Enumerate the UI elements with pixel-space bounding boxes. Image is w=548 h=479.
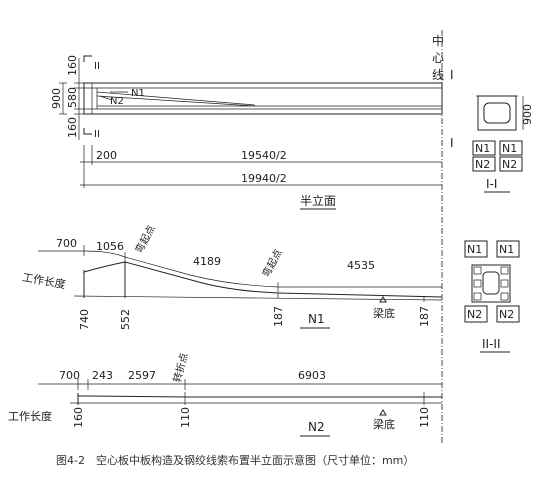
n2-dim-2597: 2597 [128,369,156,382]
vdim-160-top: 160 [66,55,79,76]
n1-working-length-label: 工作长度 [21,270,67,291]
section-I-outline [477,95,517,131]
n1-dim-4535: 4535 [347,259,375,272]
section-II-void [482,271,500,295]
n1-length-187-a: 187 [272,306,285,327]
n2-dim-6903: 6903 [298,369,326,382]
n1-dim-700: 700 [56,237,77,250]
section-I-cell-3-label: N2 [475,158,490,171]
end-mark-top: I [450,68,454,82]
end-mark-bottom: I [450,136,454,150]
n2-strand-detail: 700 243 2597 6903 转折点 工作长度 160 110 110 梁… [8,351,442,437]
n2-dim-700: 700 [59,369,80,382]
n1-bend-label-1: 弯起点 [132,223,158,256]
section-II-II: N1 N1 N2 N2 II-II [464,240,520,353]
n2-support-label: 梁底 [373,417,395,431]
n1-length-187-b: 187 [418,306,431,327]
section-II-strand-2 [500,266,509,275]
n2-length-110-a: 110 [179,407,192,428]
hdim-19540: 19540/2 [241,149,287,162]
section-I-I: 900 N1 N1 N2 N2 I-I [472,95,534,193]
section-II-strand-5 [473,279,482,288]
half-elevation-title: 半立面 [300,193,336,208]
hdim-200: 200 [96,149,117,162]
section-I-cell-1-label: N1 [475,142,490,155]
vdim-900: 900 [50,88,63,109]
section-II-cell-3-label: N2 [467,308,482,321]
n1-title: N1 [308,312,325,326]
beam-outline [83,82,443,115]
section-II-cell-4 [496,305,520,323]
strand-label-n1: N1 [131,88,145,99]
section-II-cell-2 [496,240,520,258]
n1-support-label: 梁底 [373,306,395,320]
figure-caption: 图4-2 空心板中板构造及钢绞线索布置半立面示意图（尺寸单位：mm） [56,453,414,467]
section-II-title: II-II [482,337,501,351]
hdim-19940: 19940/2 [241,172,287,185]
vdim-160-bottom: 160 [66,117,79,138]
support-triangle-icon [379,296,387,303]
section-II-cell-4-label: N2 [499,308,514,321]
n1-strand-detail: 700 1056 4189 4535 弯起点 弯起点 工作长度 740 552 … [21,223,443,330]
section-mark-top: II [94,61,100,72]
section-II-outline [471,264,511,303]
section-II-strand-1 [473,266,482,275]
section-II-strand-4 [500,292,509,301]
section-II-strand-6 [500,279,509,288]
strand-label-n2: N2 [110,96,124,107]
n1-bend-label-2: 弯起点 [259,247,285,280]
n2-dim-243: 243 [92,369,113,382]
section-I-height-dim: 900 [521,104,534,125]
section-mark-bottom: II [94,129,100,140]
section-I-cell-3 [472,156,496,172]
n1-length-552: 552 [119,309,132,330]
section-cut-mark-bottom [83,128,92,135]
section-II-cell-1-label: N1 [467,243,482,256]
n1-length-740: 740 [78,309,91,330]
centerline-label-2: 心 [432,51,444,65]
strand-n1-line-2 [96,95,256,107]
section-I-cell-2-label: N1 [502,142,517,155]
strand-n1-line [96,91,256,106]
n2-leader [99,95,113,101]
n1-dim-line [38,250,442,288]
vdim-580: 580 [66,87,79,108]
section-I-cell-2 [499,140,523,156]
n1-length-baseline [73,295,443,301]
support-triangle-icon [379,409,387,416]
n2-working-length-label: 工作长度 [8,409,52,423]
centerline-label-3: 线 [432,68,444,82]
section-II-cell-3 [464,305,488,323]
n2-length-110-b: 110 [418,407,431,428]
section-I-cell-4 [499,156,523,172]
section-cut-mark-top [83,55,92,62]
section-I-cell-1 [472,140,496,156]
half-elevation: 中 心 线 I I N1 N2 II II 160 580 900 [50,30,454,445]
section-II-strand-3 [473,292,482,301]
section-II-cell-1 [464,240,488,258]
n2-turn-label: 转折点 [170,351,190,383]
n2-strand-line [78,395,442,398]
section-II-cell-2-label: N1 [499,243,514,256]
n1-dim-4189: 4189 [193,255,221,268]
n2-title: N2 [308,420,325,434]
section-I-cell-4-label: N2 [502,158,517,171]
centerline-label-1: 中 [432,33,444,48]
section-I-title: I-I [486,177,497,191]
section-I-void [483,102,511,124]
n2-length-160: 160 [72,407,85,428]
n1-dim-1056: 1056 [96,240,124,253]
n1-strand-curve [83,261,443,298]
